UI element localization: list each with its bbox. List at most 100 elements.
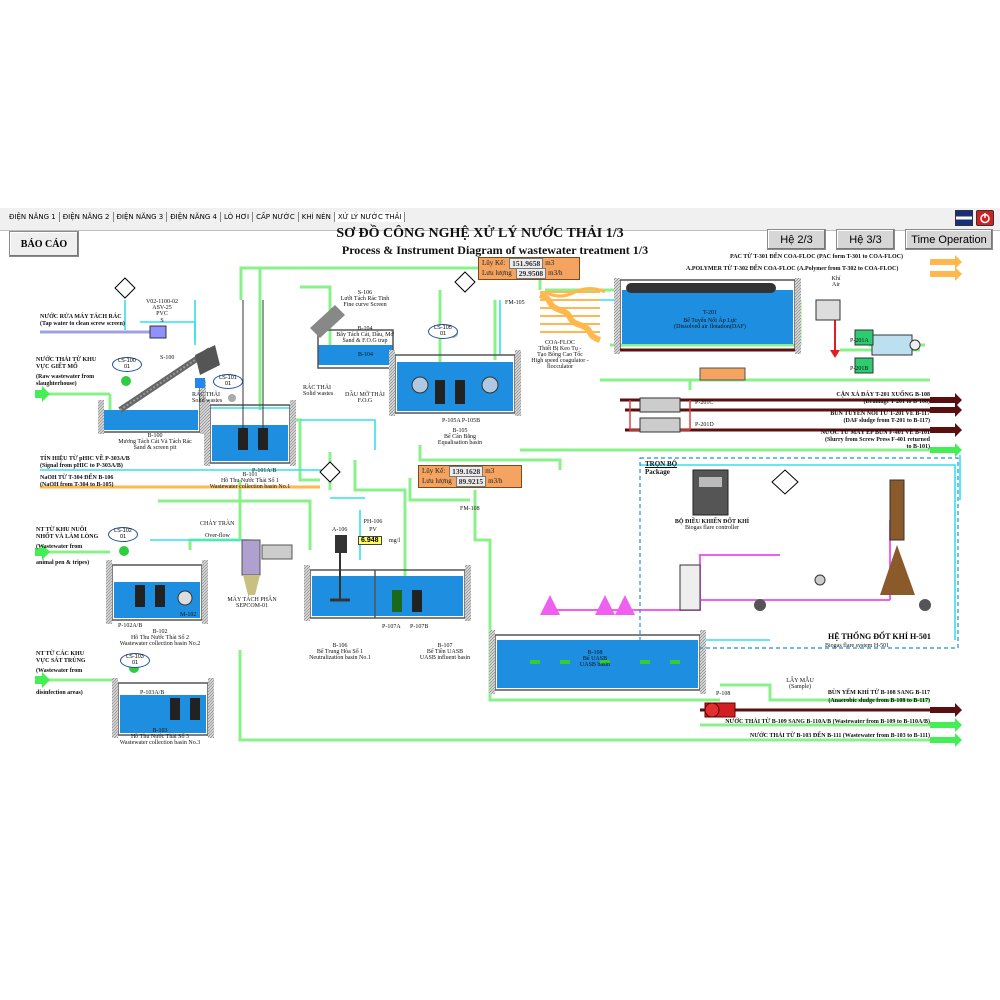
flare-stack (679, 469, 931, 611)
coafloc-2: Thiết Bị Keo Tụ - (538, 346, 582, 352)
overflow-label: CHẢY TRÀN (200, 521, 235, 527)
page-subtitle: Process & Instrument Diagram of wastewat… (341, 243, 649, 257)
fm105-flow-value: 29.9508 (515, 267, 547, 279)
page-title: SƠ ĐỒ CÔNG NGHỆ XỬ LÝ NƯỚC THẢI 1/3 (336, 226, 624, 241)
window-controls (955, 210, 994, 226)
tab-lo-hoi[interactable]: LÒ HƠI (221, 212, 254, 222)
package-en: Package (645, 468, 670, 476)
b106-label: B-106 (332, 643, 348, 649)
disinf-en-2: disinfection areas) (36, 690, 83, 696)
fm108-name: FM-108 (460, 506, 480, 512)
drain-label: CẶN XẢ ĐÁY T-201 XUỐNG B-108 (836, 392, 930, 398)
coafloc-1: COA-FLOC (544, 340, 575, 346)
p102-label: P-102A/B (118, 623, 143, 629)
overflow-en: Over-flow (205, 533, 230, 539)
b107-en: UASB influent basin (419, 655, 471, 661)
s106-label: S-106 (357, 290, 373, 296)
fm105-total-unit: m3 (545, 259, 555, 267)
b100-vi: Mương Tách Cát Và Tách Rác (118, 439, 192, 445)
coafloc-3: Tạo Bông Cao Tốc (537, 352, 583, 358)
flare-system-en: Biogas flare system H-501 (825, 643, 890, 649)
khi-label: Khí (831, 276, 841, 282)
coafloc-coil (538, 292, 602, 343)
b105-en: Equalisation basin (437, 440, 483, 446)
valve-s: S (160, 318, 164, 324)
fm108-flow-value: 89.9215 (455, 475, 487, 487)
animal-en-1: (Wastewater from (36, 544, 83, 550)
b101-vi: Hồ Thu Nước Thải Số 1 (220, 478, 280, 484)
top-menu-bar: ĐIỆN NĂNG 1 ĐIỆN NĂNG 2 ĐIỆN NĂNG 3 ĐIỆN… (0, 208, 1000, 231)
p107a-label: P-107A (382, 624, 401, 630)
b102-vi: Hồ Thu Nước Thải Số 2 (130, 635, 190, 641)
daf-sludge-label: BÙN TUYỂN NỔI TỪ T-201 VỀ B-117 (830, 411, 930, 417)
flare-controller-label: BỘ ĐIỀU KHIỂN ĐỐT KHÍ (674, 519, 750, 525)
p108-pump (704, 702, 736, 718)
a106-label: A-106 (332, 527, 348, 533)
tab-list: ĐIỆN NĂNG 1 ĐIỆN NĂNG 2 ĐIỆN NĂNG 3 ĐIỆN… (6, 212, 406, 222)
b103-tank (112, 678, 214, 738)
time-operation-button[interactable]: Time Operation (905, 229, 993, 250)
raw-ww-label-2: VỰC GIẾT MỔ (36, 364, 78, 370)
tab-dien-nang-3[interactable]: ĐIỆN NĂNG 3 (114, 212, 168, 222)
b104-b105-tank (310, 305, 521, 416)
fm108-flow-unit: m3/h (488, 477, 503, 485)
ww103-label: NƯỚC THẢI TỪ B-103 ĐẾN B-111 (Wastewater… (749, 733, 930, 739)
rac-thai-2: RÁC THẢI (303, 385, 332, 391)
disinf-label-1: NT TỪ CÁC KHU (36, 651, 85, 657)
b105-label: B-105 (452, 428, 468, 434)
b104-short: B-104 (358, 352, 373, 358)
window-switch-icon[interactable] (955, 210, 973, 226)
solid-wastes-1: Solid wastes (192, 398, 223, 404)
t201-label: T-201 (702, 310, 718, 316)
s100-label: S-100 (160, 355, 175, 361)
slurry-en-1: (Slurry from Screw Press F-401 returned (824, 437, 930, 443)
fm105-name: FM-105 (505, 300, 525, 306)
tab-dien-nang-1[interactable]: ĐIỆN NĂNG 1 (6, 212, 60, 222)
b106-vi: Bể Trung Hòa Số 1 (316, 649, 364, 655)
raw-ww-en-1: (Raw wastewater from (36, 374, 95, 380)
p108-label: P-108 (716, 691, 731, 697)
p101-label: P-101A/B (252, 468, 277, 474)
flare-package-border (639, 457, 959, 649)
naoh-label: NaOH TỪ T-304 ĐẾN B-106 (40, 475, 114, 481)
report-button[interactable]: BÁO CÁO (9, 231, 79, 257)
b101-label: B-101 (242, 472, 258, 478)
ph-pv-label: PV (369, 527, 377, 533)
tap-water-label: NƯỚC RỬA MÁY TÁCH RÁC (40, 314, 122, 320)
p201cd-pumps (639, 397, 681, 433)
slurry-en-2: to B-101) (906, 444, 931, 450)
t201-en: (Dissolved air flotation(DAF) (674, 324, 746, 330)
p103-label: P-103A/B (140, 690, 165, 696)
he-2-3-button[interactable]: Hệ 2/3 (767, 229, 826, 250)
b106-b107-tank (304, 535, 471, 621)
fm105-flow-unit: m3/h (548, 269, 563, 277)
p201c-label: P-201C (695, 400, 714, 406)
ww109-label: NƯỚC THẢI TỪ B-109 SANG B-110A/B (Wastew… (725, 719, 930, 725)
disinf-en-1: (Wastewater from (36, 668, 83, 674)
ph-unit: mg/l (389, 538, 401, 544)
tab-cap-nuoc[interactable]: CẤP NƯỚC (253, 212, 299, 222)
tab-dien-nang-4[interactable]: ĐIỆN NĂNG 4 (167, 212, 221, 222)
b101-en: Wastewater collection basin No.1 (209, 484, 291, 490)
tab-dien-nang-2[interactable]: ĐIỆN NĂNG 2 (60, 212, 114, 222)
tab-xu-ly-nuoc-thai[interactable]: XỬ LÝ NƯỚC THẢI (334, 212, 406, 222)
package-label: TRỌN BỘ (645, 460, 678, 468)
m102-label: M-102 (180, 612, 197, 618)
flare-system-title: HỆ THỐNG ĐỐT KHÍ H-501 (828, 632, 931, 641)
b103-label: B-103 (152, 728, 168, 734)
fog-en: F.O.G (357, 398, 373, 404)
fm108-flow-label: Lưu lượng (422, 477, 452, 485)
tab-khi-nen[interactable]: KHÍ NÉN (299, 212, 335, 222)
b108-en: UASB basin (579, 662, 611, 668)
p201-pumps (815, 299, 921, 374)
he-3-3-button[interactable]: Hệ 3/3 (836, 229, 895, 250)
disinf-label-2: VỰC SÁT TRÙNG (36, 658, 86, 664)
power-icon[interactable] (976, 210, 994, 226)
